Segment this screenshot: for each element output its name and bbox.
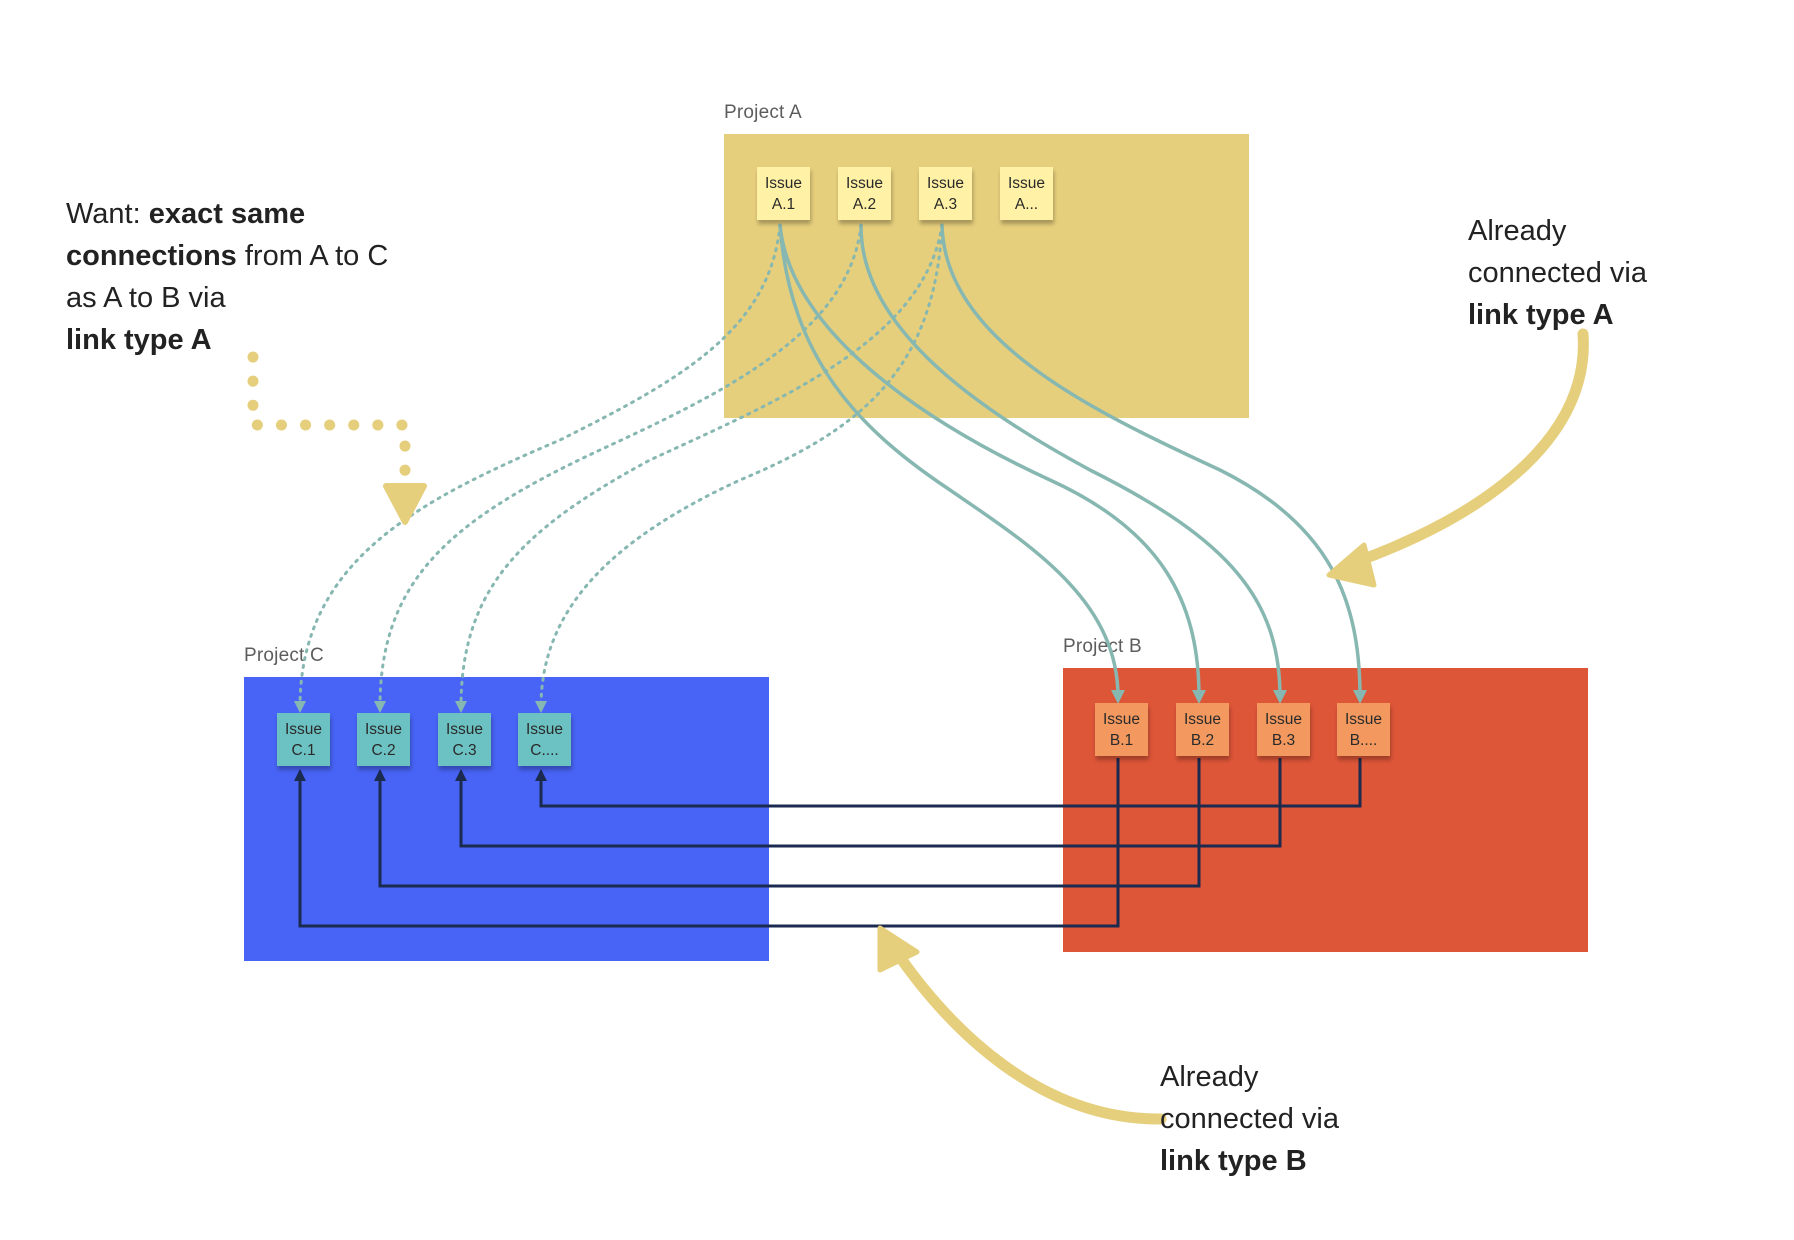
link-b2-c2[interactable] bbox=[374, 758, 1201, 888]
link-a-annotation-arrow[interactable] bbox=[1326, 328, 1589, 588]
link-type-b-connectors bbox=[294, 758, 1362, 928]
sticky-text: B.2 bbox=[1190, 732, 1215, 749]
sticky-text: Issue bbox=[1007, 175, 1046, 192]
sticky-text: B.... bbox=[1349, 732, 1378, 749]
note-bold-text: connections bbox=[66, 240, 237, 272]
want-note[interactable]: Want: exact same connections from A to C… bbox=[66, 193, 446, 361]
sticky-issue-c4[interactable]: Issue C.... bbox=[518, 713, 571, 766]
project-b-frame[interactable] bbox=[1063, 668, 1588, 952]
sticky-text: Issue bbox=[1183, 711, 1222, 728]
desired-a3-c4[interactable] bbox=[535, 223, 944, 713]
project-b-label: Project B bbox=[1063, 636, 1142, 657]
note-bold-text: exact same bbox=[148, 198, 306, 230]
note-bold-text: link type A bbox=[66, 324, 212, 356]
sticky-text: A.3 bbox=[933, 196, 958, 213]
link-b4-c4[interactable] bbox=[535, 758, 1362, 808]
link-a2-b3[interactable] bbox=[859, 224, 1287, 704]
desired-a2-c2[interactable] bbox=[374, 223, 863, 713]
want-annotation-arrow[interactable] bbox=[247, 351, 427, 525]
desired-a3-c3[interactable] bbox=[455, 223, 944, 713]
note-text: connected via bbox=[1468, 257, 1647, 289]
sticky-text: B.1 bbox=[1109, 732, 1134, 749]
link-a1-b2[interactable] bbox=[778, 224, 1206, 704]
sticky-text: C.... bbox=[530, 742, 559, 759]
link-a3-b4[interactable] bbox=[940, 224, 1367, 704]
sticky-issue-b1[interactable]: Issue B.1 bbox=[1095, 703, 1148, 756]
sticky-issue-c1[interactable]: Issue C.1 bbox=[277, 713, 330, 766]
sticky-text: Issue bbox=[1264, 711, 1303, 728]
sticky-text: Issue bbox=[525, 721, 564, 738]
note-text: Want: bbox=[66, 198, 149, 230]
project-c-frame[interactable] bbox=[244, 677, 769, 961]
sticky-text: A.2 bbox=[852, 196, 877, 213]
desired-a1-c1[interactable] bbox=[294, 223, 782, 713]
note-text: connected via bbox=[1160, 1103, 1339, 1135]
sticky-text: Issue bbox=[764, 175, 803, 192]
sticky-text: Issue bbox=[845, 175, 884, 192]
sticky-issue-c2[interactable]: Issue C.2 bbox=[357, 713, 410, 766]
sticky-text: B.3 bbox=[1271, 732, 1296, 749]
link-b3-c3[interactable] bbox=[455, 758, 1282, 848]
link-b1-c1[interactable] bbox=[294, 758, 1120, 928]
note-bold-text: link type B bbox=[1160, 1145, 1307, 1177]
note-text: Already bbox=[1468, 215, 1567, 247]
sticky-issue-a4[interactable]: Issue A... bbox=[1000, 167, 1053, 220]
sticky-text: C.3 bbox=[452, 742, 477, 759]
sticky-text: Issue bbox=[1344, 711, 1383, 728]
sticky-issue-b2[interactable]: Issue B.2 bbox=[1176, 703, 1229, 756]
link-type-a-connectors bbox=[778, 224, 1367, 704]
sticky-text: A.1 bbox=[771, 196, 796, 213]
project-a-label: Project A bbox=[724, 102, 802, 123]
sticky-issue-a2[interactable]: Issue A.2 bbox=[838, 167, 891, 220]
link-a1-b1[interactable] bbox=[778, 224, 1125, 704]
sticky-issue-b3[interactable]: Issue B.3 bbox=[1257, 703, 1310, 756]
note-text: as A to B via bbox=[66, 282, 226, 314]
sticky-issue-c3[interactable]: Issue C.3 bbox=[438, 713, 491, 766]
sticky-issue-a1[interactable]: Issue A.1 bbox=[757, 167, 810, 220]
sticky-text: Issue bbox=[284, 721, 323, 738]
note-text: from A to C bbox=[236, 240, 389, 272]
project-a-frame[interactable] bbox=[724, 134, 1249, 418]
note-bold-text: link type A bbox=[1468, 299, 1614, 331]
sticky-text: A... bbox=[1014, 196, 1039, 213]
sticky-text: Issue bbox=[445, 721, 484, 738]
sticky-text: C.1 bbox=[291, 742, 316, 759]
sticky-text: C.2 bbox=[371, 742, 396, 759]
desired-connectors bbox=[294, 223, 944, 713]
link-b-note[interactable]: Already connected via link type B bbox=[1160, 1056, 1420, 1182]
sticky-issue-a3[interactable]: Issue A.3 bbox=[919, 167, 972, 220]
note-text: Already bbox=[1160, 1061, 1259, 1093]
sticky-text: Issue bbox=[364, 721, 403, 738]
link-b-annotation-arrow[interactable] bbox=[877, 925, 1167, 1125]
sticky-issue-b4[interactable]: Issue B.... bbox=[1337, 703, 1390, 756]
sticky-text: Issue bbox=[926, 175, 965, 192]
link-a-note[interactable]: Already connected via link type A bbox=[1468, 210, 1728, 336]
sticky-text: Issue bbox=[1102, 711, 1141, 728]
